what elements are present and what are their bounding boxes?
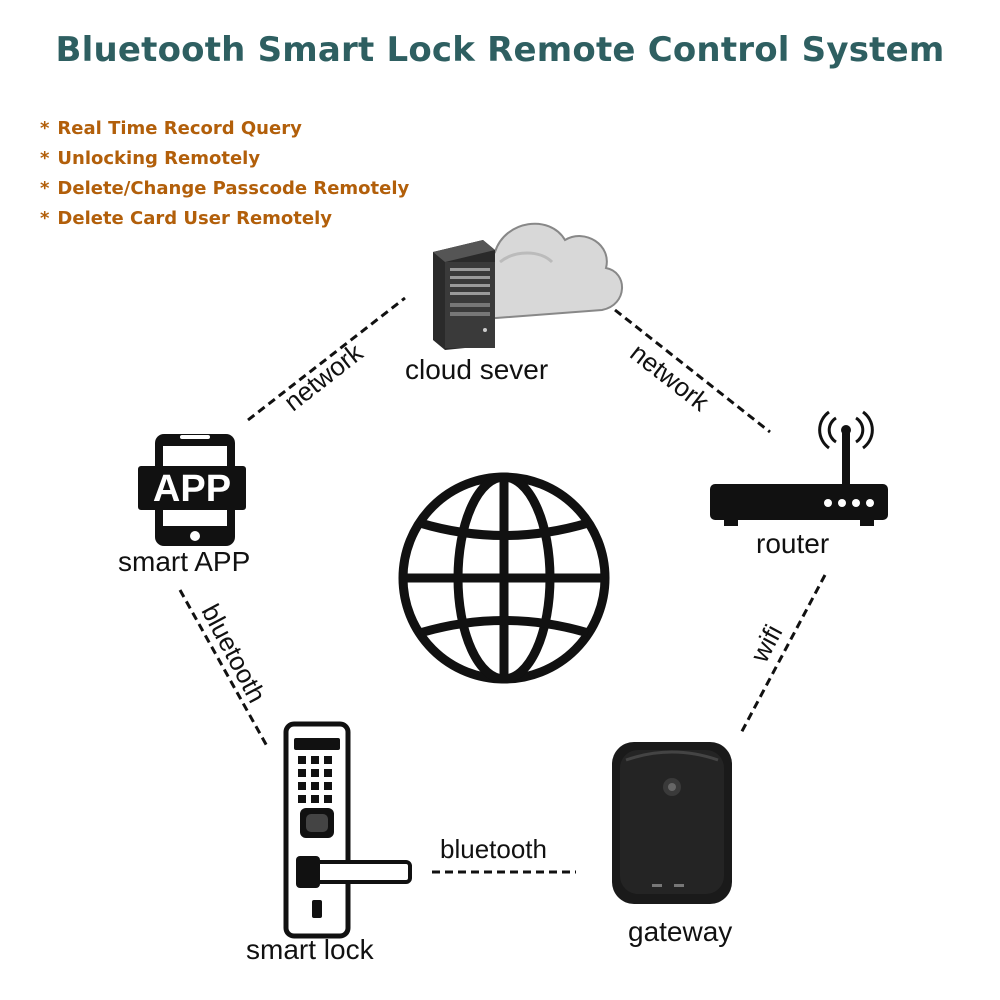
smart-app-label: smart APP: [118, 546, 251, 577]
feature-item: *Unlocking Remotely: [40, 148, 261, 169]
phone-icon: [138, 434, 246, 546]
feature-item: *Delete Card User Remotely: [40, 208, 333, 229]
globe-icon: [398, 472, 610, 684]
feature-item: *Delete/Change Passcode Remotely: [40, 178, 410, 199]
link-label-lock-gateway: bluetooth: [440, 834, 547, 864]
link-cloud-router: [614, 308, 771, 434]
gateway-label: gateway: [628, 916, 733, 947]
lock-icon: [283, 721, 412, 939]
page-title: Bluetooth Smart Lock Remote Control Syst…: [55, 30, 945, 70]
server-icon: [433, 240, 495, 350]
link-app-cloud: [247, 296, 406, 422]
feature-list: *Real Time Record Query *Unlocking Remot…: [40, 114, 409, 234]
gateway-icon: [612, 742, 732, 904]
app-icon-text: APP: [152, 468, 232, 510]
smart-lock-label: smart lock: [246, 934, 374, 965]
router-label: router: [756, 528, 830, 559]
router-icon: [710, 410, 888, 526]
feature-item: *Real Time Record Query: [40, 118, 302, 139]
link-router-gateway: [738, 574, 827, 736]
link-app-lock: [178, 589, 270, 749]
cloud-server-label: cloud sever: [405, 354, 549, 385]
